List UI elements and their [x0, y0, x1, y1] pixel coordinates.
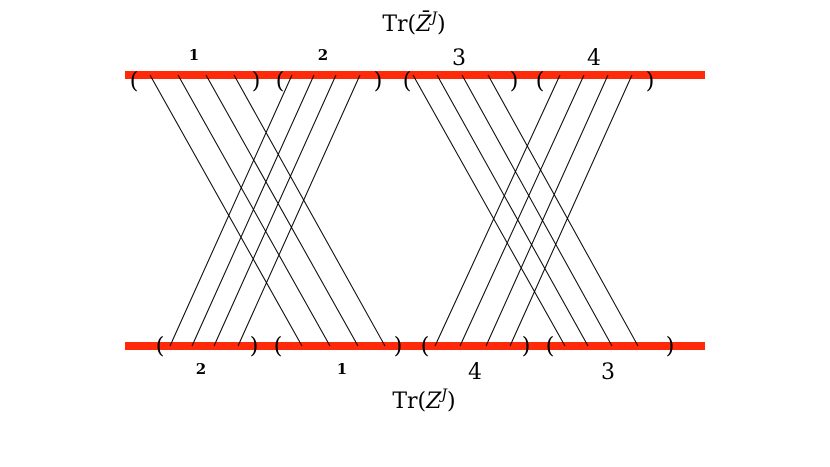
top-group-1-label: 1: [189, 46, 199, 64]
contraction-line-top-4-to-bottom-4-2: [459, 74, 585, 347]
top-group-2-close: ): [374, 69, 383, 94]
top-group-3-open: (: [403, 69, 412, 94]
top-group-1: ( 1 ): [130, 46, 261, 94]
top-group-1-close: ): [252, 69, 261, 94]
top-group-4-close: ): [646, 69, 655, 94]
bottom-group-4: ( 3 ): [546, 334, 675, 385]
top-operator-bar: [125, 71, 705, 79]
contraction-line-top-3-to-bottom-3-2: [436, 74, 589, 347]
contraction-line-top-1-to-bottom-1-3: [205, 74, 359, 347]
top-group-3: ( 3 ): [403, 46, 519, 94]
bottom-operator-bar: [125, 342, 705, 350]
top-group-4-label: 4: [587, 46, 601, 71]
bottom-group-3-open: (: [421, 334, 430, 359]
top-trace-label: Tr(Z̄J): [382, 10, 445, 37]
bottom-group-2-open: (: [274, 334, 283, 359]
contraction-line-top-1-to-bottom-1-1: [149, 74, 303, 347]
top-group-1-open: (: [130, 69, 139, 94]
contraction-line-top-2-to-bottom-2-4: [237, 74, 361, 347]
contraction-line-top-2-to-bottom-2-1: [169, 74, 293, 347]
contraction-line-top-3-to-bottom-3-1: [412, 74, 566, 347]
bottom-group-3-close: ): [522, 334, 531, 359]
bottom-group-4-close: ): [666, 334, 675, 359]
bottom-group-4-label: 3: [601, 360, 615, 385]
contraction-line-top-4-to-bottom-4-4: [509, 74, 633, 347]
contraction-line-top-4-to-bottom-4-3: [485, 74, 609, 347]
top-group-3-close: ): [510, 69, 519, 94]
contraction-line-top-2-to-bottom-2-2: [191, 74, 315, 347]
contraction-line-top-4-to-bottom-4-1: [434, 74, 561, 347]
contraction-line-top-1-to-bottom-1-2: [177, 74, 331, 347]
contraction-line-top-2-to-bottom-2-3: [213, 74, 337, 347]
top-group-2-open: (: [276, 69, 285, 94]
top-group-2-label: 2: [318, 46, 328, 64]
bottom-group-3: ( 4 ): [421, 334, 531, 385]
bottom-group-2: ( 1 ): [274, 334, 403, 378]
contraction-line-top-3-to-bottom-3-4: [487, 74, 639, 347]
bottom-group-1-close: ): [250, 334, 259, 359]
top-group-4-open: (: [536, 69, 545, 94]
bottom-group-1-open: (: [156, 334, 165, 359]
bottom-group-3-label: 4: [468, 360, 482, 385]
bottom-group-2-label: 1: [337, 360, 347, 378]
top-group-4: ( 4 ): [536, 46, 655, 94]
bottom-group-1-label: 2: [196, 360, 206, 378]
contraction-line-top-1-to-bottom-1-4: [233, 74, 386, 347]
bottom-group-4-open: (: [546, 334, 555, 359]
bottom-group-2-close: ): [394, 334, 403, 359]
bottom-group-1: ( 2 ): [156, 334, 259, 378]
contraction-line-top-3-to-bottom-3-3: [461, 74, 613, 347]
top-group-3-label: 3: [452, 46, 466, 71]
contraction-lines: [149, 74, 639, 347]
top-group-2: ( 2 ): [276, 46, 383, 94]
bottom-trace-label: Tr(ZJ): [392, 387, 455, 414]
